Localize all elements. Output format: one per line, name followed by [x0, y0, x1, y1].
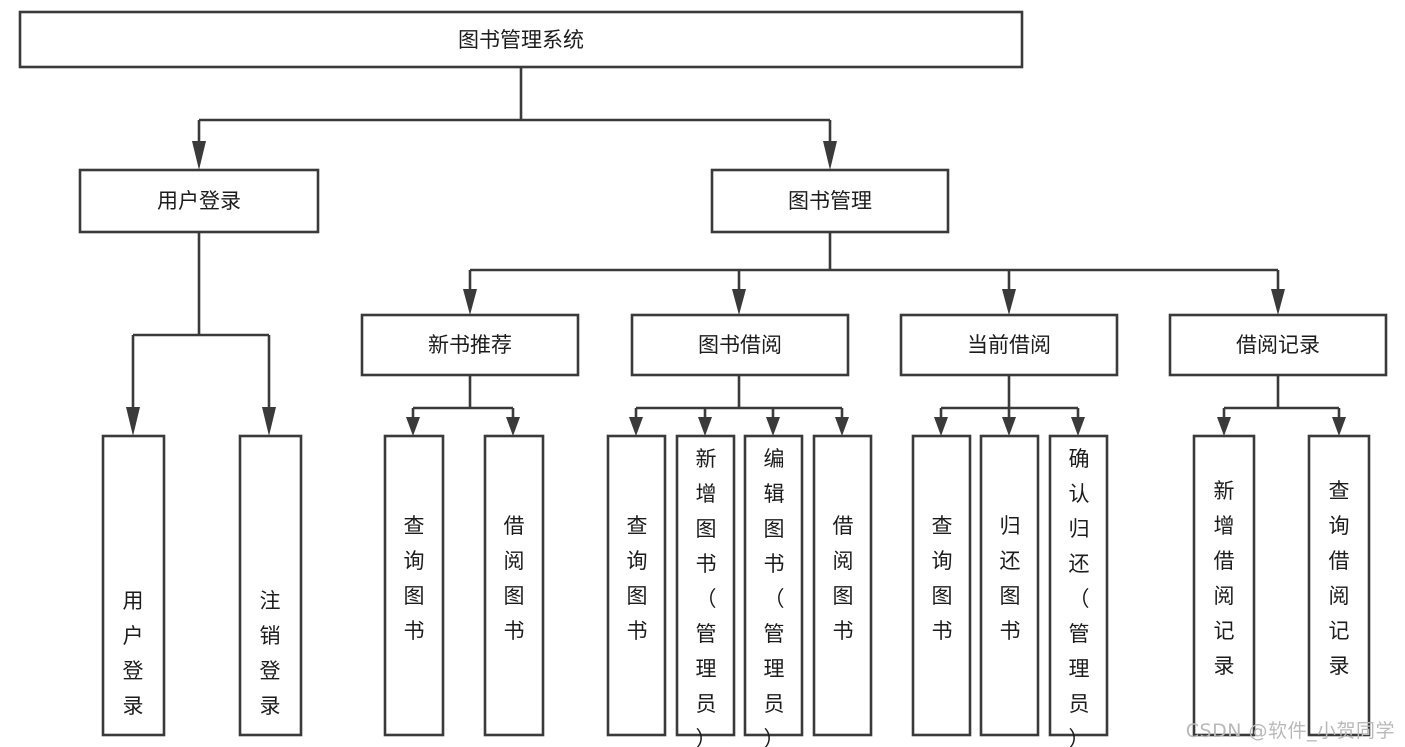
leaf-user-login-1[interactable]: 用户登录 [101, 434, 166, 737]
leaf-book-borrow-2-box[interactable] [675, 434, 736, 737]
leaf-new-book-2-box[interactable] [483, 434, 545, 737]
node-new-book-recommend-box[interactable] [360, 313, 580, 377]
arrow-to-leaf-user-login [126, 407, 140, 436]
leaf-borrow-record-1-label: 新增借阅记录 [1214, 479, 1235, 678]
leaf-new-book-1-box[interactable] [383, 434, 445, 737]
node-root[interactable]: 图书管理系统 [18, 10, 1024, 69]
node-book-manage[interactable]: 图书管理 [710, 168, 950, 234]
arrow-to-leaf-logout [262, 407, 276, 436]
arrow-to-nb-leaf2 [506, 417, 520, 436]
node-borrow-record-box[interactable] [1168, 313, 1388, 377]
arrow-to-cb-leaf2 [1002, 417, 1016, 436]
leaf-new-book-2[interactable]: 借阅图书 [483, 434, 545, 737]
node-user-login[interactable]: 用户登录 [78, 168, 320, 234]
leaf-book-borrow-3-label: 编辑图书（管理员） [764, 447, 785, 747]
node-borrow-record[interactable]: 借阅记录 [1168, 313, 1388, 377]
arrow-to-nb-leaf1 [406, 417, 420, 436]
arrow-to-book-borrow [732, 289, 746, 315]
leaf-user-login-2-box[interactable] [238, 434, 303, 737]
leaf-book-borrow-1[interactable]: 查询图书 [606, 434, 667, 737]
leaf-current-borrow-1[interactable]: 查询图书 [911, 434, 972, 737]
arrow-to-bb-leaf3 [766, 417, 780, 436]
leaf-book-borrow-3-box[interactable] [743, 434, 804, 737]
arrow-to-bb-leaf2 [698, 417, 712, 436]
node-root-box[interactable] [18, 10, 1024, 69]
leaf-book-borrow-2[interactable]: 新增图书（管理员） [675, 434, 736, 747]
leaf-borrow-record-1-box[interactable] [1192, 434, 1256, 737]
arrow-to-book-manage [823, 141, 837, 170]
leaf-borrow-record-2-label: 查询借阅记录 [1329, 479, 1350, 678]
node-book-borrow[interactable]: 图书借阅 [630, 313, 850, 377]
node-user-login-label: 用户登录 [157, 189, 241, 213]
leaf-book-borrow-4[interactable]: 借阅图书 [812, 434, 873, 737]
node-new-book-recommend-label: 新书推荐 [428, 333, 512, 357]
leaf-book-borrow-1-label: 查询图书 [627, 514, 648, 643]
connector-layer [126, 67, 1346, 436]
node-user-login-box[interactable] [78, 168, 320, 234]
leaf-book-borrow-4-label: 借阅图书 [833, 514, 854, 643]
arrow-to-bb-leaf4 [835, 417, 849, 436]
csdn-watermark: CSDN @软件_小贺同学 [1185, 720, 1395, 742]
arrow-to-new-book-recommend [463, 289, 477, 315]
leaf-current-borrow-2-label: 归还图书 [1000, 514, 1021, 643]
arrow-to-br-leaf2 [1332, 417, 1346, 436]
node-new-book-recommend[interactable]: 新书推荐 [360, 313, 580, 377]
leaf-borrow-record-1[interactable]: 新增借阅记录 [1192, 434, 1256, 737]
node-borrow-record-label: 借阅记录 [1236, 333, 1320, 357]
leaf-user-login-2-label: 注销登录 [260, 589, 281, 718]
leaf-current-borrow-3-box[interactable] [1048, 434, 1109, 737]
arrow-to-cb-leaf1 [934, 417, 948, 436]
node-book-borrow-box[interactable] [630, 313, 850, 377]
leaf-book-borrow-2-label: 新增图书（管理员） [696, 447, 717, 747]
leaf-current-borrow-3-label: 确认归还（管理员） [1069, 447, 1090, 747]
leaf-current-borrow-3[interactable]: 确认归还（管理员） [1048, 434, 1109, 747]
node-current-borrow-box[interactable] [899, 313, 1119, 377]
arrow-to-user-login [192, 141, 206, 170]
leaf-current-borrow-1-box[interactable] [911, 434, 972, 737]
leaf-current-borrow-1-label: 查询图书 [932, 514, 953, 643]
leaf-current-borrow-2[interactable]: 归还图书 [979, 434, 1040, 737]
leaf-user-login-1-box[interactable] [101, 434, 166, 737]
arrow-to-br-leaf1 [1217, 417, 1231, 436]
node-current-borrow-label: 当前借阅 [967, 333, 1051, 357]
leaf-book-borrow-1-box[interactable] [606, 434, 667, 737]
leaf-user-login-1-label: 用户登录 [123, 589, 144, 718]
node-root-label: 图书管理系统 [458, 28, 584, 52]
leaf-new-book-2-label: 借阅图书 [504, 514, 525, 643]
leaf-borrow-record-2-box[interactable] [1307, 434, 1371, 737]
arrow-to-current-borrow [1002, 289, 1016, 315]
arrow-to-bb-leaf1 [629, 417, 643, 436]
leaf-user-login-2[interactable]: 注销登录 [238, 434, 303, 737]
leaf-book-borrow-4-box[interactable] [812, 434, 873, 737]
node-book-manage-label: 图书管理 [788, 189, 872, 213]
leaf-new-book-1-label: 查询图书 [404, 514, 425, 643]
leaf-current-borrow-2-box[interactable] [979, 434, 1040, 737]
leaf-book-borrow-3[interactable]: 编辑图书（管理员） [743, 434, 804, 747]
node-book-borrow-label: 图书借阅 [698, 333, 782, 357]
leaf-new-book-1[interactable]: 查询图书 [383, 434, 445, 737]
leaf-borrow-record-2[interactable]: 查询借阅记录 [1307, 434, 1371, 737]
arrow-to-borrow-record [1271, 289, 1285, 315]
node-current-borrow[interactable]: 当前借阅 [899, 313, 1119, 377]
node-book-manage-box[interactable] [710, 168, 950, 234]
arrow-to-cb-leaf3 [1071, 417, 1085, 436]
